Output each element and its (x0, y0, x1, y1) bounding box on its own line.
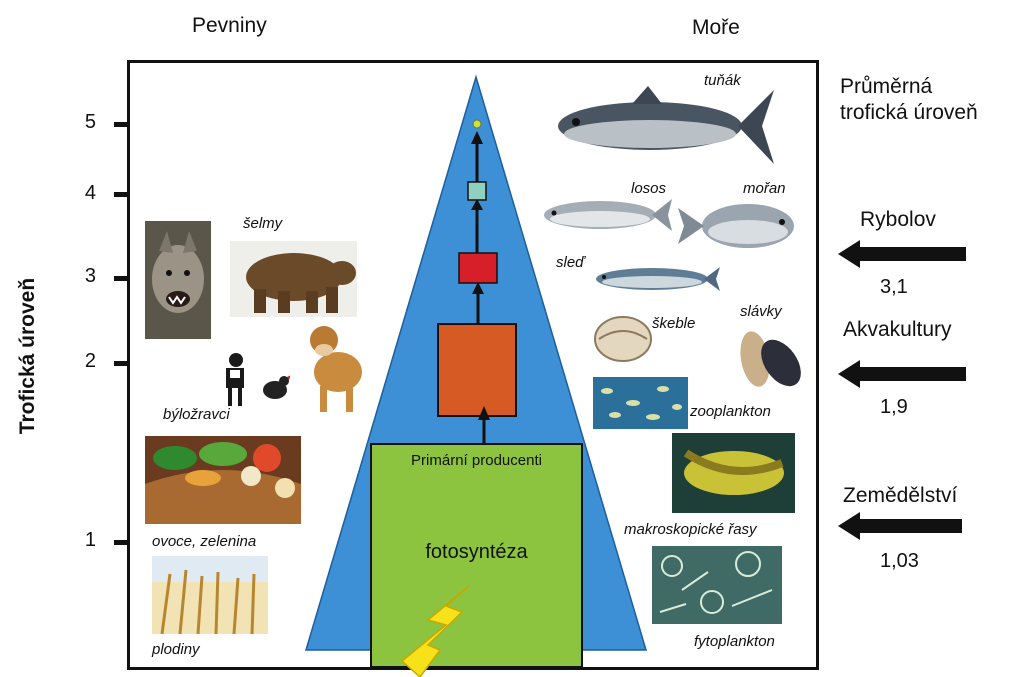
wheat-picture (152, 556, 268, 634)
vegetables-label: ovoce, zelenina (152, 533, 256, 550)
macroalgae-picture (672, 433, 795, 513)
scallop-picture (593, 313, 653, 363)
fisheries-value: 3,1 (880, 276, 908, 299)
herring-label: sleď (556, 254, 585, 271)
carnivores-label: šelmy (243, 215, 282, 232)
aquaculture-value: 1,9 (880, 396, 908, 419)
macroalgae-label: makroskopické řasy (624, 521, 757, 538)
salmon-picture (540, 195, 672, 235)
goat-picture (220, 348, 252, 410)
fisheries-arrow-shaft (858, 247, 966, 261)
level3-block (459, 253, 497, 283)
phytoplankton-picture (652, 546, 782, 624)
level2-block (438, 324, 516, 416)
level5-dot (473, 120, 481, 128)
vegetables-picture (145, 436, 301, 524)
agriculture-label: Zemědělství (843, 484, 957, 508)
herbivores-label: býložravci (163, 406, 230, 423)
seabream-label: mořan (743, 180, 786, 197)
crops-label: plodiny (152, 641, 200, 658)
phytoplankton-label: fytoplankton (694, 633, 775, 650)
seabream-picture (678, 198, 796, 254)
producers-label: Primární producenti (371, 452, 582, 469)
mussels-picture (733, 325, 805, 389)
fisheries-arrow-icon (838, 240, 860, 268)
scallop-label: škeble (652, 315, 695, 332)
agriculture-value: 1,03 (880, 550, 919, 573)
tuna-picture (552, 84, 774, 166)
agriculture-arrow-shaft (858, 519, 962, 533)
aquaculture-arrow-icon (838, 360, 860, 388)
herring-picture (592, 263, 720, 295)
aquaculture-label: Akvakultury (843, 318, 952, 342)
avg-trophic-title-line1: Průměrná (840, 75, 932, 99)
aquaculture-arrow-shaft (858, 367, 966, 381)
zooplankton-label: zooplankton (690, 403, 771, 420)
level4-block (468, 182, 486, 200)
bear-picture (230, 241, 357, 317)
avg-trophic-title-line2: trofická úroveň (840, 101, 978, 125)
cow-picture (302, 320, 374, 415)
hen-picture (260, 373, 290, 403)
mussels-label: slávky (740, 303, 782, 320)
wolf-picture (145, 221, 211, 339)
photosynthesis-label: fotosyntéza (371, 541, 582, 564)
agriculture-arrow-icon (838, 512, 860, 540)
zooplankton-picture (593, 377, 688, 429)
fisheries-label: Rybolov (860, 208, 936, 232)
